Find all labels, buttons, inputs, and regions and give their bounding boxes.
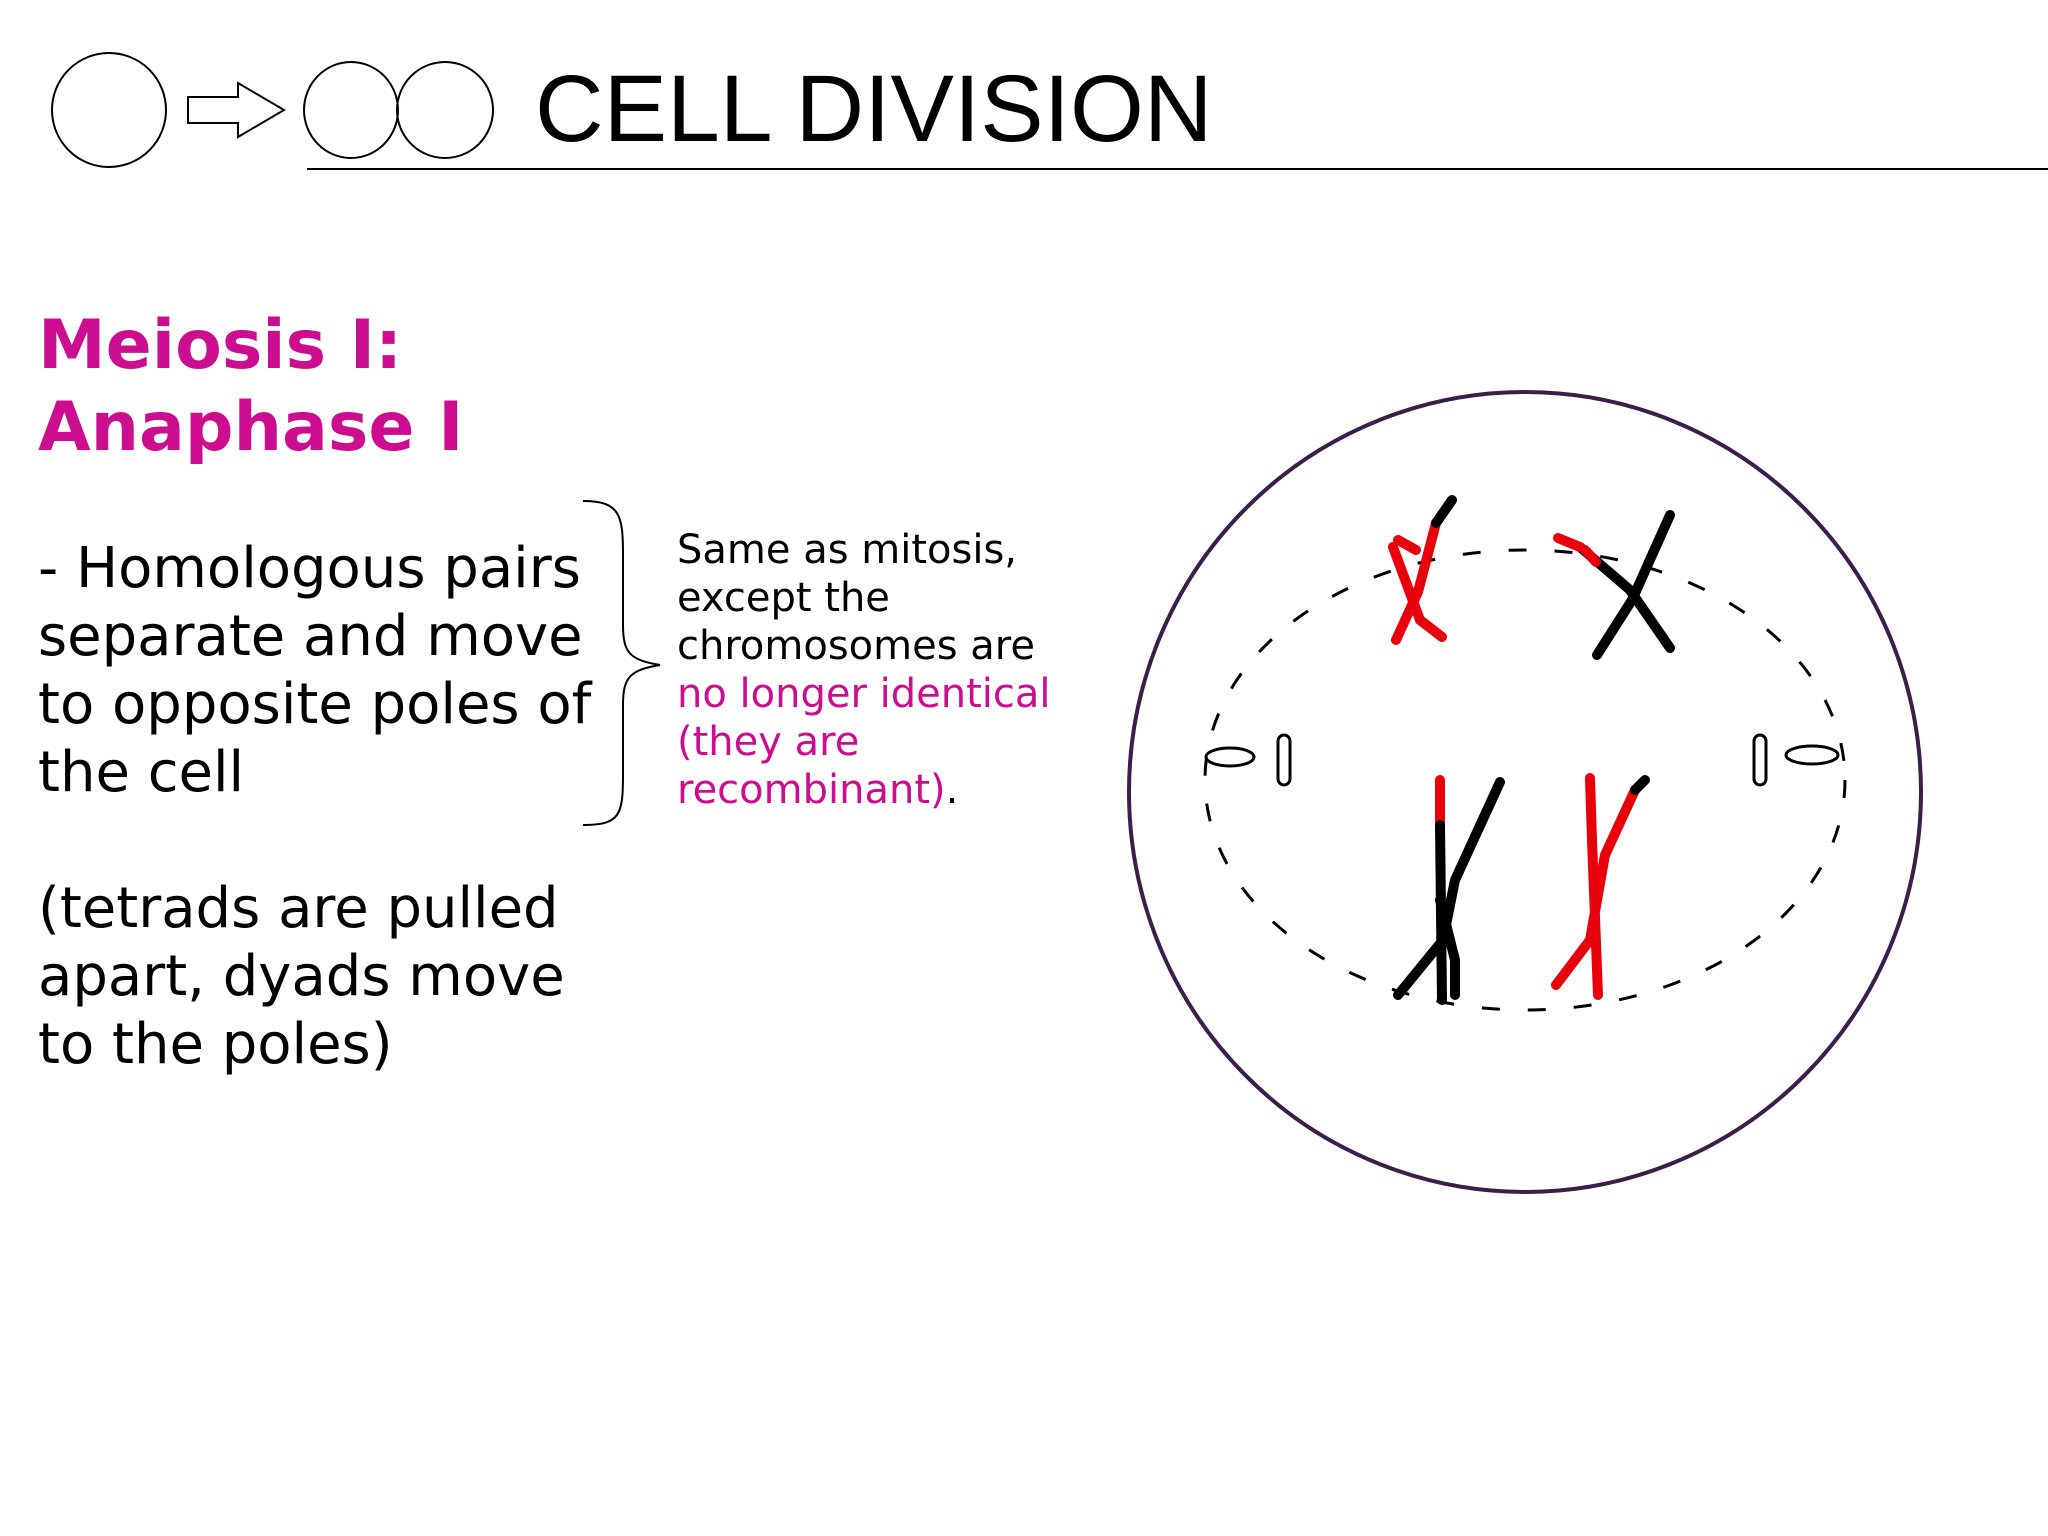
side-note-period: . <box>945 767 959 813</box>
chromosome-red-bottom <box>1551 773 1650 1000</box>
side-note-line: Same as mitosis, <box>677 527 1017 573</box>
chromosome-black-top <box>1553 510 1675 660</box>
note: (tetrads are pulled apart, dyads move to… <box>38 875 565 1079</box>
section-heading-line2: Anaphase I <box>38 388 464 467</box>
right-centriole-icon <box>1752 733 1840 787</box>
main-point: - Homologous pairs separate and move to … <box>38 535 591 807</box>
main-point-line: the cell <box>38 740 245 805</box>
side-note-highlight: recombinant) <box>677 767 946 813</box>
side-note-highlight: (they are <box>677 719 860 765</box>
chromosome-black-bottom <box>1393 775 1505 1005</box>
note-line: (tetrads are pulled <box>38 876 559 941</box>
side-note-line: except the <box>677 575 890 621</box>
anaphase-cell-diagram <box>1127 390 1923 1194</box>
slide-title: CELL DIVISION <box>535 56 1213 162</box>
note-line: to the poles) <box>38 1012 393 1077</box>
curly-brace <box>582 500 661 826</box>
spindle-fibers <box>1203 548 1847 1012</box>
main-point-line: separate and move <box>38 604 583 669</box>
cell-division-logo <box>51 52 494 168</box>
title-underline <box>307 168 2048 170</box>
main-point-line: - Homologous pairs <box>38 536 581 601</box>
cell-membrane <box>1127 390 1923 1194</box>
side-note-highlight: no longer identical <box>677 671 1051 717</box>
side-note-line: chromosomes are <box>677 623 1035 669</box>
right-arrow-icon <box>187 81 286 139</box>
chromosome-red-top <box>1388 495 1457 645</box>
two-cells-icon <box>303 61 494 159</box>
section-heading-line1: Meiosis I: <box>38 306 403 385</box>
one-cell-icon <box>51 52 167 168</box>
note-line: apart, dyads move <box>38 944 565 1009</box>
left-centriole-icon <box>1204 733 1292 787</box>
side-note: Same as mitosis, except the chromosomes … <box>677 526 1051 814</box>
main-point-line: to opposite poles of <box>38 672 592 737</box>
